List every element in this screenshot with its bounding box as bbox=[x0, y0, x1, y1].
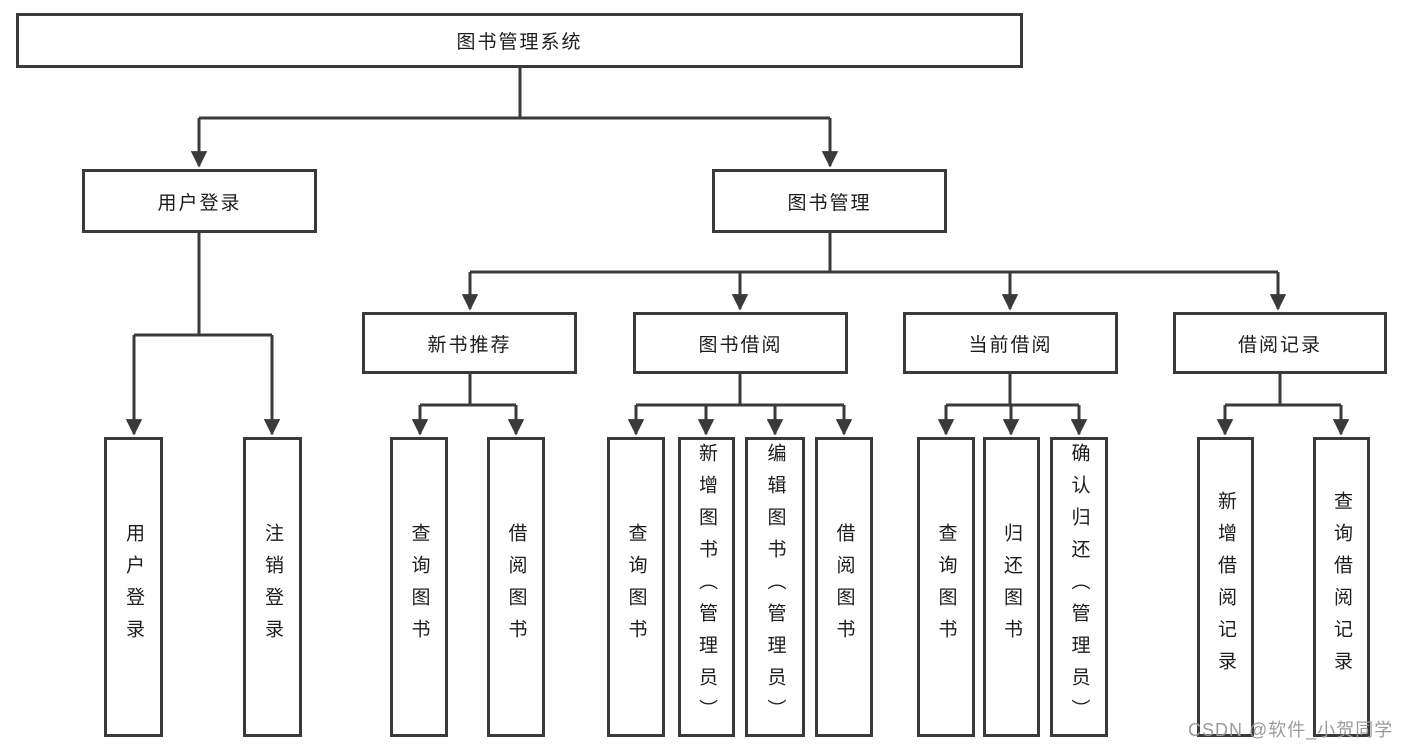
node-book-borrow: 图书借阅 bbox=[633, 312, 848, 374]
node-leaf-current-confirm-return-admin: 确认归还（管理员） bbox=[1050, 437, 1108, 737]
node-leaf-records-add-record: 新增借阅记录 bbox=[1197, 437, 1254, 737]
node-leaf-borrow-query-books: 查询图书 bbox=[607, 437, 665, 737]
node-borrow-records: 借阅记录 bbox=[1173, 312, 1387, 374]
node-leaf-borrow-edit-books-admin: 编辑图书（管理员） bbox=[745, 437, 805, 737]
csdn-watermark: CSDN @软件_小贺同学 bbox=[1188, 720, 1394, 740]
node-user-login: 用户登录 bbox=[82, 169, 317, 233]
leaf-label: 查询图书 bbox=[935, 523, 957, 651]
leaf-label: 新增借阅记录 bbox=[1215, 491, 1236, 683]
leaf-label: 用户登录 bbox=[123, 523, 144, 651]
leaf-label: 编辑图书（管理员） bbox=[764, 443, 786, 731]
leaf-label: 确认归还（管理员） bbox=[1068, 443, 1090, 731]
node-leaf-records-query-record: 查询借阅记录 bbox=[1313, 437, 1370, 737]
leaf-label: 注销登录 bbox=[262, 523, 283, 651]
node-leaf-borrow-borrow-books: 借阅图书 bbox=[815, 437, 873, 737]
leaf-label: 查询图书 bbox=[408, 523, 430, 651]
leaf-label: 借阅图书 bbox=[505, 523, 527, 651]
leaf-label: 查询借阅记录 bbox=[1331, 491, 1352, 683]
node-leaf-current-query-books: 查询图书 bbox=[917, 437, 975, 737]
node-leaf-recommend-query-books: 查询图书 bbox=[390, 437, 448, 737]
node-leaf-current-return-books: 归还图书 bbox=[983, 437, 1040, 737]
leaf-label: 查询图书 bbox=[625, 523, 647, 651]
node-current-borrow: 当前借阅 bbox=[903, 312, 1118, 374]
leaf-label: 新增图书（管理员） bbox=[696, 443, 717, 731]
node-new-book-recommend: 新书推荐 bbox=[362, 312, 577, 374]
node-leaf-user-login: 用户登录 bbox=[104, 437, 163, 737]
leaf-label: 借阅图书 bbox=[833, 523, 855, 651]
node-leaf-logout: 注销登录 bbox=[243, 437, 302, 737]
node-leaf-recommend-borrow-books: 借阅图书 bbox=[487, 437, 545, 737]
leaf-label: 归还图书 bbox=[1001, 523, 1022, 651]
node-leaf-borrow-add-books-admin: 新增图书（管理员） bbox=[678, 437, 735, 737]
node-book-management: 图书管理 bbox=[712, 169, 947, 233]
node-root-system: 图书管理系统 bbox=[16, 13, 1023, 68]
